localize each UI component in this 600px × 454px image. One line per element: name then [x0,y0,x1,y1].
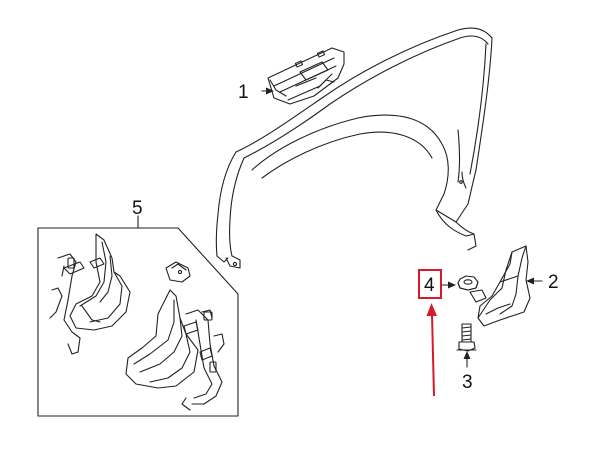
leader-arrow-3 [463,351,471,359]
leader-arrow-1 [266,87,274,95]
fender-panel-icon [215,27,493,269]
callout-1: 1 [238,82,249,103]
bolt-icon [456,323,477,352]
leader-arrow-4 [448,281,456,289]
fender-vent-icon [267,47,345,105]
highlight-box [418,269,442,299]
callout-4: 4 [424,275,435,296]
pointer-arrow [426,303,437,397]
callout-2: 2 [548,272,559,293]
mud-flap-icon [37,227,239,417]
callout-5: 5 [132,198,143,219]
nut-icon [457,275,479,291]
leader-arrow-2 [526,277,534,285]
callout-3: 3 [462,372,473,393]
bracket-icon [469,245,531,327]
